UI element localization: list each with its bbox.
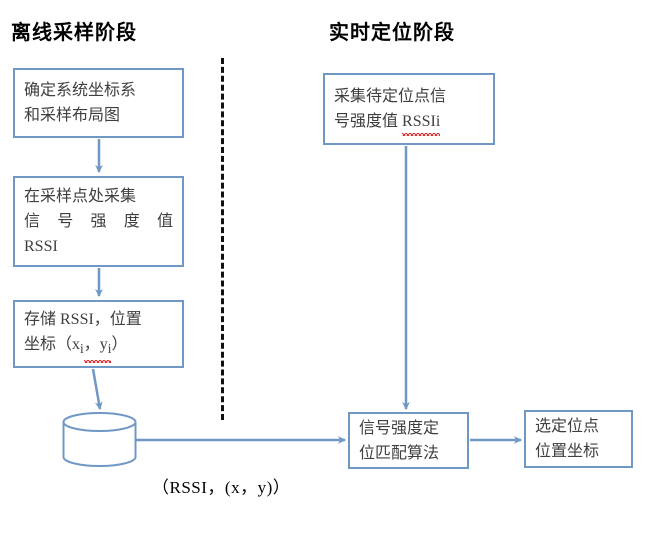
collect-prefix: 号强度值	[334, 113, 403, 130]
box-char: 度	[123, 213, 140, 230]
box-line-with-spellcheck: 坐标（xi，yi）	[24, 332, 173, 364]
spellcheck-misspelled-rssii: RSSIi	[402, 109, 441, 136]
box-line: RSSI	[24, 238, 58, 255]
edge-label-rssi-xy: （RSSI，(x，y)）	[152, 478, 291, 497]
box-char: 值	[156, 213, 173, 230]
coord-subscript-i: i	[80, 341, 84, 357]
box-line-with-spellcheck: 号强度值 RSSIi	[334, 109, 484, 136]
box-collect-target-signal-strength[interactable]: 采集待定位点信 号强度值 RSSIi	[323, 73, 495, 145]
coord-subscript-i: i	[107, 341, 112, 357]
box-char: 号	[57, 213, 74, 230]
box-line: 位匹配算法	[359, 444, 440, 462]
box-line: 信号强度定	[359, 419, 440, 437]
box-line: 确定系统坐标系	[24, 82, 137, 99]
fingerprint-database-cylinder-icon	[62, 412, 137, 467]
box-line: 采集待定位点信	[334, 88, 447, 105]
box-determine-coordinate-system[interactable]: 确定系统坐标系 和采样布局图	[13, 68, 184, 138]
box-selected-point-coordinates[interactable]: 选定位点 位置坐标	[524, 410, 633, 468]
coord-prefix: 坐标（x	[24, 335, 81, 353]
box-signal-strength-matching-algorithm[interactable]: 信号强度定 位匹配算法	[348, 412, 469, 469]
box-line: 和采样布局图	[24, 107, 121, 124]
phase-divider-line	[221, 58, 224, 420]
spellcheck-misspelled-yi: ，yi	[83, 332, 112, 364]
arrow-store-to-database	[91, 368, 103, 410]
box-store-rssi-and-coordinates[interactable]: 存储 RSSI，位置 坐标（xi，yi）	[13, 300, 184, 368]
box-sample-signal-strength[interactable]: 在采样点处采集 信 号 强 度 值 RSSI	[13, 176, 184, 267]
box-line: 选定位点	[535, 418, 600, 435]
box-char: 强	[90, 213, 107, 230]
box-line-justified: 信 号 强 度 值	[24, 209, 173, 234]
box-line: 在采样点处采集	[24, 188, 137, 205]
box-line: 存储 RSSI，位置	[24, 310, 142, 328]
box-char: 信	[24, 213, 41, 230]
box-line: 位置坐标	[535, 443, 600, 460]
coord-suffix: ）	[111, 335, 128, 353]
offline-phase-title: 离线采样阶段	[11, 22, 137, 44]
online-phase-title: 实时定位阶段	[329, 22, 455, 44]
coord-mid: ，y	[83, 335, 108, 353]
